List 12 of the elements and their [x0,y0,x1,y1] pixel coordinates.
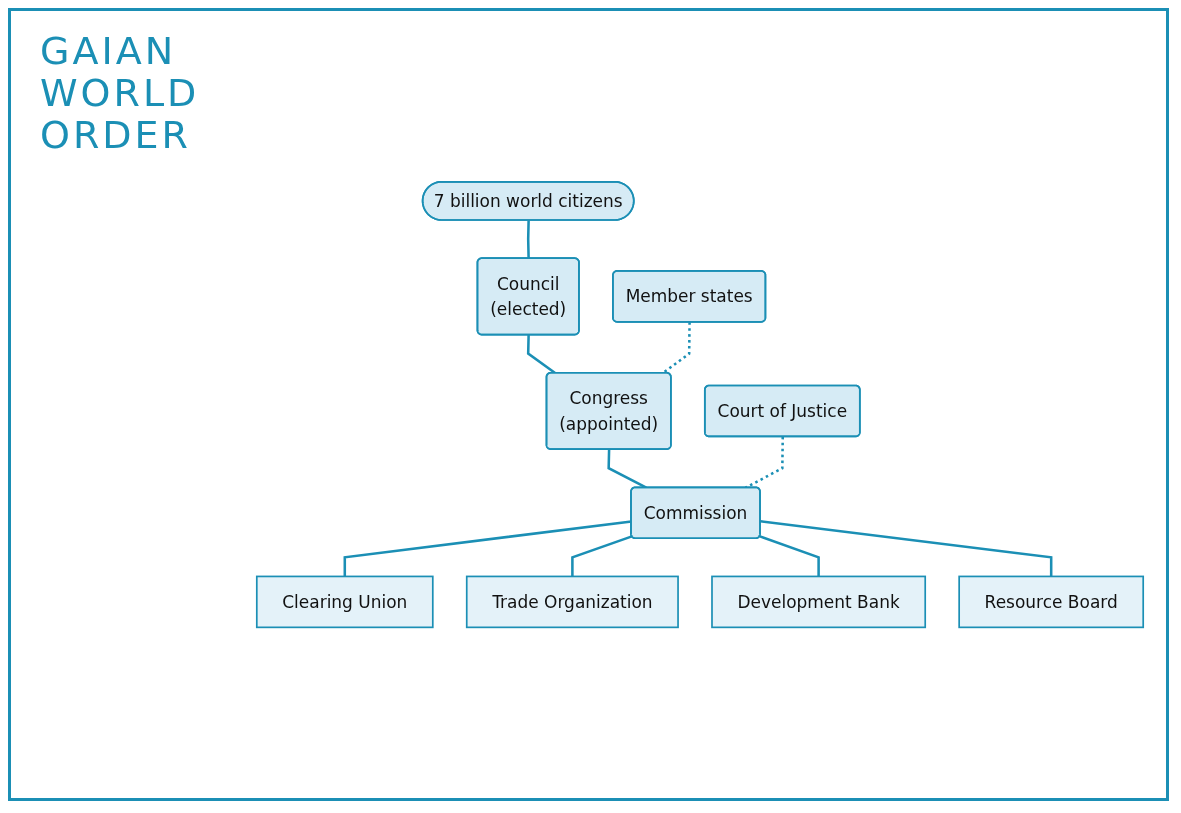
connector [759,535,820,577]
connector [760,520,1053,577]
node-box: Resource Board [958,576,1145,629]
connector [526,220,530,260]
node-box: Development Bank [711,576,927,629]
node-box: Clearing Union [255,576,434,629]
connector [662,322,691,375]
title: GAIAN WORLD ORDER [40,30,201,156]
node-box: Trade Organization [465,576,679,629]
connector [571,535,633,577]
connector [526,335,557,375]
connector [343,520,632,577]
